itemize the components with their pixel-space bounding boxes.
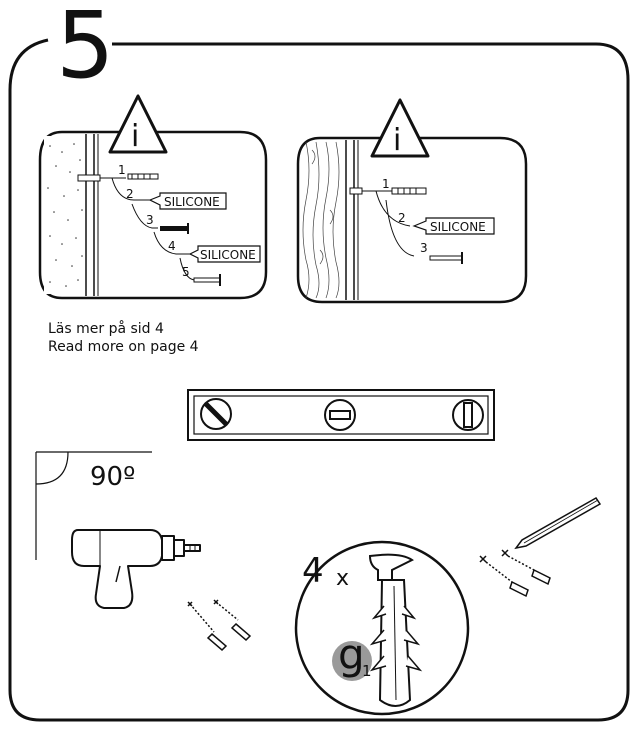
reference-note: Läs mer på sid 4 Read more on page 4 bbox=[48, 320, 199, 356]
left-callout-3: 3 bbox=[146, 213, 154, 227]
right-callout-1: 1 bbox=[382, 177, 390, 191]
note-swedish: Läs mer på sid 4 bbox=[48, 321, 164, 337]
wood-grain-texture bbox=[302, 141, 340, 299]
left-callout-4: 4 bbox=[168, 239, 176, 253]
concrete-texture bbox=[44, 136, 86, 294]
left-screw-icon-2 bbox=[193, 274, 221, 286]
warning-info-icon: i bbox=[108, 94, 168, 154]
wall-plug-icon bbox=[187, 599, 252, 652]
part-index: 1 bbox=[362, 662, 372, 680]
step-number: 5 bbox=[56, 0, 115, 99]
left-callout-2: 2 bbox=[126, 187, 134, 201]
right-callout-2: 2 bbox=[398, 211, 406, 225]
part-count: 4 bbox=[302, 551, 324, 591]
right-callout-3: 3 bbox=[420, 241, 428, 255]
part-times: x bbox=[336, 566, 350, 591]
part-badge bbox=[332, 641, 372, 681]
right-screw-anchor bbox=[391, 187, 427, 195]
left-silicone-label-2: SILICONE bbox=[200, 248, 256, 262]
warning-info-icon-2: i bbox=[370, 98, 430, 158]
svg-text:i: i bbox=[393, 123, 401, 158]
left-callout-1: 1 bbox=[118, 163, 126, 177]
wall-plug-icon-2 bbox=[479, 549, 551, 598]
right-wall-panel: 1 2 SILICONE 3 bbox=[296, 136, 528, 304]
drill-icon bbox=[71, 529, 201, 609]
right-silicone-label: SILICONE bbox=[430, 220, 486, 234]
right-angle-corner bbox=[35, 451, 152, 560]
note-english: Read more on page 4 bbox=[48, 339, 199, 355]
right-screw-icon bbox=[429, 252, 463, 264]
part-letter: g bbox=[338, 630, 365, 679]
svg-text:i: i bbox=[131, 119, 139, 154]
left-wall-panel: 1 2 SILICONE 3 4 SILICONE 5 bbox=[38, 130, 268, 300]
left-screw-anchor-1 bbox=[127, 173, 159, 180]
left-screw-icon bbox=[160, 223, 189, 234]
angle-label: 90º bbox=[90, 462, 136, 492]
spirit-level-icon bbox=[187, 389, 495, 441]
pencil-icon bbox=[514, 497, 602, 550]
left-silicone-label-1: SILICONE bbox=[164, 195, 220, 209]
left-callout-5: 5 bbox=[182, 265, 190, 279]
step-frame bbox=[8, 38, 630, 722]
